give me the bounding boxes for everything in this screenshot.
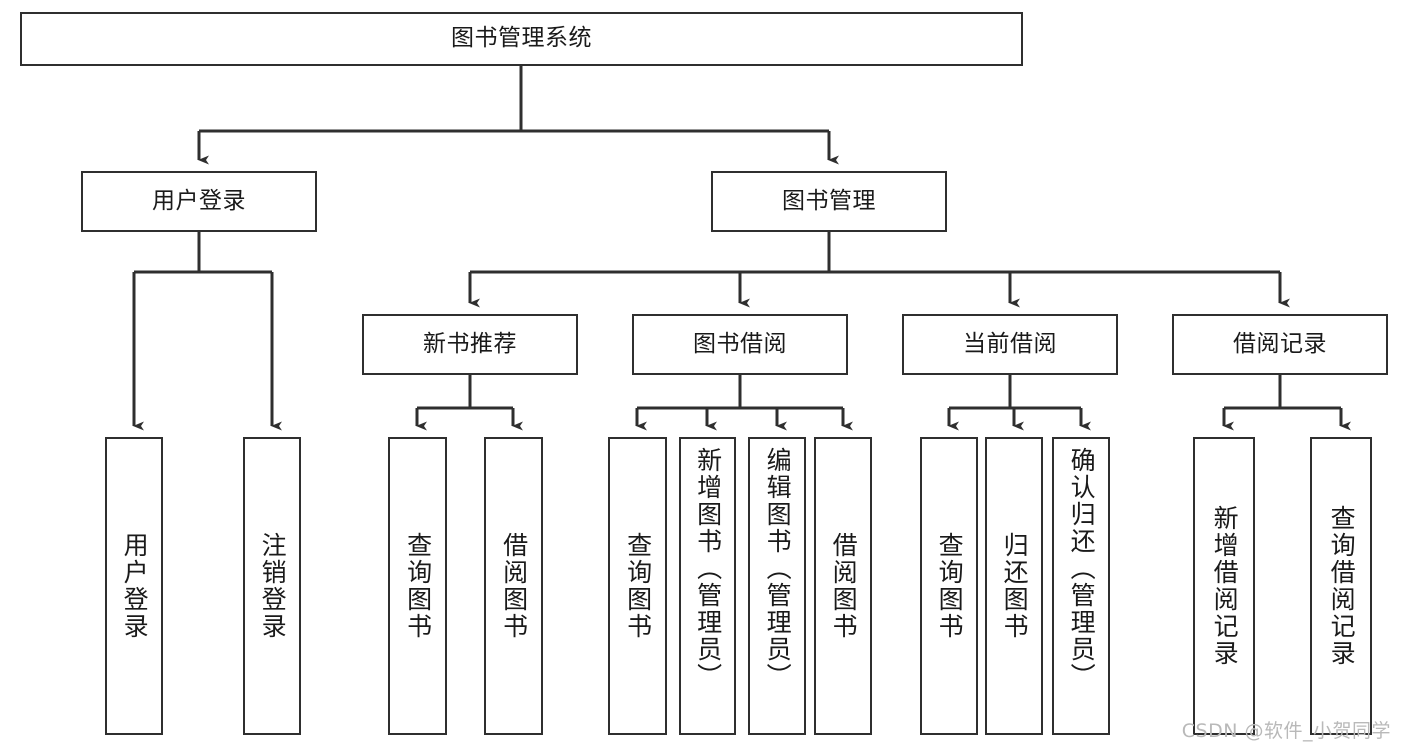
leaf-logout[interactable]: 注销登录 [243, 437, 301, 735]
node-label: 归还图书 [1000, 532, 1030, 640]
watermark: CSDN @软件_小贺同学 [1181, 720, 1391, 742]
leaf-borrow-book-recommend[interactable]: 借阅图书 [484, 437, 543, 735]
node-label: 当前借阅 [963, 330, 1057, 357]
node-label: 查询图书 [623, 532, 653, 640]
leaf-query-book-borrow[interactable]: 查询图书 [608, 437, 667, 735]
node-label: 查询图书 [935, 532, 965, 640]
node-label: 借阅图书 [829, 532, 859, 640]
node-label: 用户登录 [152, 187, 246, 214]
leaf-query-borrow-record[interactable]: 查询借阅记录 [1310, 437, 1372, 735]
leaf-edit-book-admin[interactable]: 编辑图书（管理员） [748, 437, 806, 735]
node-new-book-recommend[interactable]: 新书推荐 [362, 314, 578, 375]
node-label: 确认归还（管理员） [1067, 447, 1097, 690]
node-label: 图书管理 [782, 187, 876, 214]
node-label: 查询借阅记录 [1327, 505, 1357, 667]
node-label: 注销登录 [258, 532, 288, 640]
node-borrow-record[interactable]: 借阅记录 [1172, 314, 1388, 375]
node-label: 图书管理系统 [451, 25, 592, 52]
leaf-return-book[interactable]: 归还图书 [985, 437, 1043, 735]
node-root-system[interactable]: 图书管理系统 [20, 12, 1023, 66]
leaf-add-borrow-record[interactable]: 新增借阅记录 [1193, 437, 1255, 735]
node-label: 新增借阅记录 [1210, 505, 1240, 667]
node-label: 新增图书（管理员） [693, 447, 723, 690]
node-label: 图书借阅 [693, 330, 787, 357]
node-label: 用户登录 [120, 532, 150, 640]
leaf-user-login[interactable]: 用户登录 [105, 437, 163, 735]
leaf-confirm-return-admin[interactable]: 确认归还（管理员） [1052, 437, 1110, 735]
leaf-add-book-admin[interactable]: 新增图书（管理员） [679, 437, 736, 735]
node-current-borrow[interactable]: 当前借阅 [902, 314, 1118, 375]
node-book-borrow[interactable]: 图书借阅 [632, 314, 848, 375]
node-label: 借阅图书 [499, 532, 529, 640]
leaf-query-book-current[interactable]: 查询图书 [920, 437, 978, 735]
node-label: 借阅记录 [1233, 330, 1327, 357]
leaf-query-book-recommend[interactable]: 查询图书 [388, 437, 447, 735]
node-label: 编辑图书（管理员） [763, 447, 793, 690]
leaf-borrow-book[interactable]: 借阅图书 [814, 437, 872, 735]
node-label: 查询图书 [403, 532, 433, 640]
node-book-management[interactable]: 图书管理 [711, 171, 947, 232]
node-user-login[interactable]: 用户登录 [81, 171, 317, 232]
node-label: 新书推荐 [423, 330, 517, 357]
